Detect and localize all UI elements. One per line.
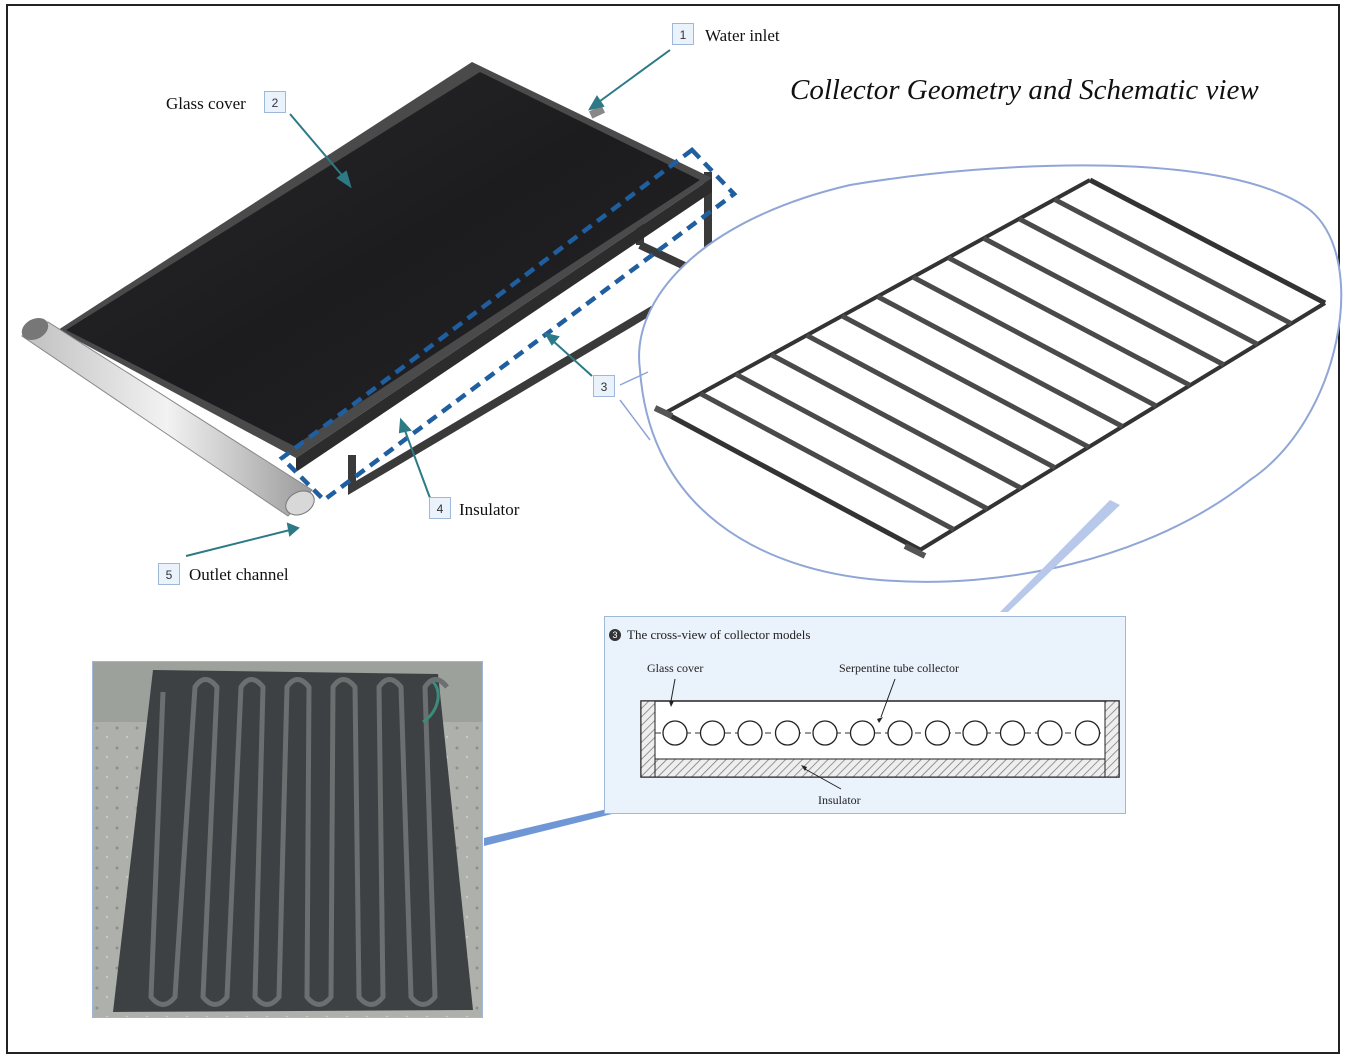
- collector-photo-drawing: [93, 662, 482, 1017]
- grid-tube: [876, 294, 1124, 429]
- serpentine-tube-grid: [653, 177, 1327, 559]
- callout-3-number: 3: [593, 375, 615, 397]
- tube-section: [699, 720, 726, 746]
- cross-view-tubes: [662, 720, 1101, 746]
- serpentine-tube: [148, 677, 449, 1007]
- cross-view-panel: 3 The cross-view of collector models Glas…: [604, 616, 1126, 814]
- tube-section: [849, 720, 876, 746]
- serpentine-tube-photo: [148, 677, 449, 1007]
- tube-section: [887, 720, 913, 746]
- photo-connector: [484, 806, 620, 846]
- grid-tube: [1018, 216, 1259, 347]
- leader-lines: [185, 49, 671, 557]
- cross-view-title: 3 The cross-view of collector models: [609, 627, 810, 643]
- solar-collector-3d: [21, 62, 738, 517]
- grid-tube: [734, 371, 989, 512]
- cross-view-marker: 3: [609, 629, 621, 641]
- cross-view-title-text: The cross-view of collector models: [627, 627, 811, 642]
- tube-section: [1074, 720, 1101, 746]
- callout-1-label: Water inlet: [705, 26, 780, 45]
- tube-section: [737, 720, 763, 746]
- grid-tube: [982, 236, 1225, 367]
- tube-section: [999, 720, 1026, 746]
- zoom-connector: [1000, 500, 1120, 612]
- cross-view-tube-label: Serpentine tube collector: [839, 661, 959, 675]
- cross-view-insulator-label: Insulator: [818, 793, 861, 807]
- callout-4-number: 4: [429, 497, 451, 519]
- cross-view-glass-label: Glass cover: [647, 661, 704, 675]
- figure-title: Collector Geometry and Schematic view: [790, 74, 1259, 106]
- grid-tube: [699, 391, 955, 532]
- tube-section: [962, 720, 988, 746]
- callout-4-label: Insulator: [459, 500, 520, 519]
- grid-tube: [805, 333, 1057, 470]
- grid-tube: [840, 313, 1090, 450]
- grid-tube: [947, 255, 1192, 388]
- grid-tube: [770, 352, 1023, 491]
- tube-section: [662, 720, 688, 746]
- callout-5-number: 5: [158, 563, 180, 585]
- grid-tube: [1053, 197, 1293, 326]
- callout-1-number: 1: [672, 23, 694, 45]
- insulator-outline: [278, 147, 738, 503]
- cross-view-diagram: [640, 678, 1120, 790]
- tube-section: [812, 720, 838, 746]
- callout-5-label: Outlet channel: [189, 565, 289, 584]
- callout-2-number: 2: [264, 91, 286, 113]
- tube-section: [774, 720, 801, 746]
- tube-grid-zoom: [619, 164, 1343, 583]
- collector-photo: [92, 661, 483, 1018]
- tube-section: [924, 720, 951, 746]
- callout-2-label: Glass cover: [166, 94, 246, 113]
- tube-section: [1037, 720, 1063, 746]
- grid-tube: [911, 274, 1158, 409]
- outlet-channel-pipe: [21, 317, 315, 517]
- absorber-plate: [113, 670, 473, 1012]
- glass-cover-surface: [66, 72, 700, 446]
